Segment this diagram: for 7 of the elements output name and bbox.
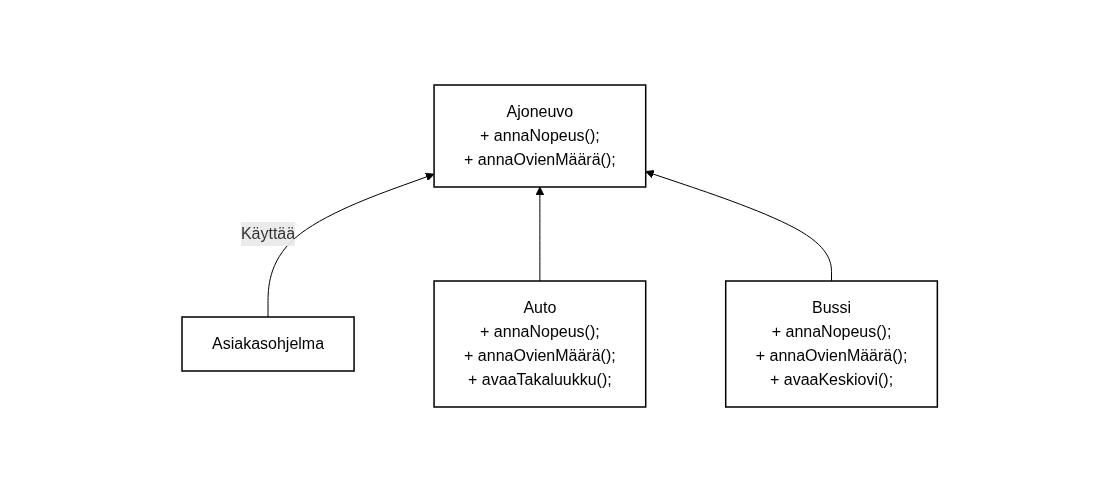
- edge-label: Käyttää: [240, 224, 295, 242]
- node-box: Bussi + annaNopeus(); + annaOvienMäärä(); + avaaKeskiovi();: [724, 279, 938, 408]
- arrow: [645, 169, 832, 281]
- node-box: Ajoneuvo + annaNopeus(); + annaOvienMäärä();: [433, 83, 647, 188]
- node-box: Asiakasohjelma: [181, 315, 355, 372]
- node-box: Auto + annaNopeus(); + annaOvienMäärä(); + avaaTakaluukku();: [433, 279, 647, 408]
- arrow: [535, 186, 545, 281]
